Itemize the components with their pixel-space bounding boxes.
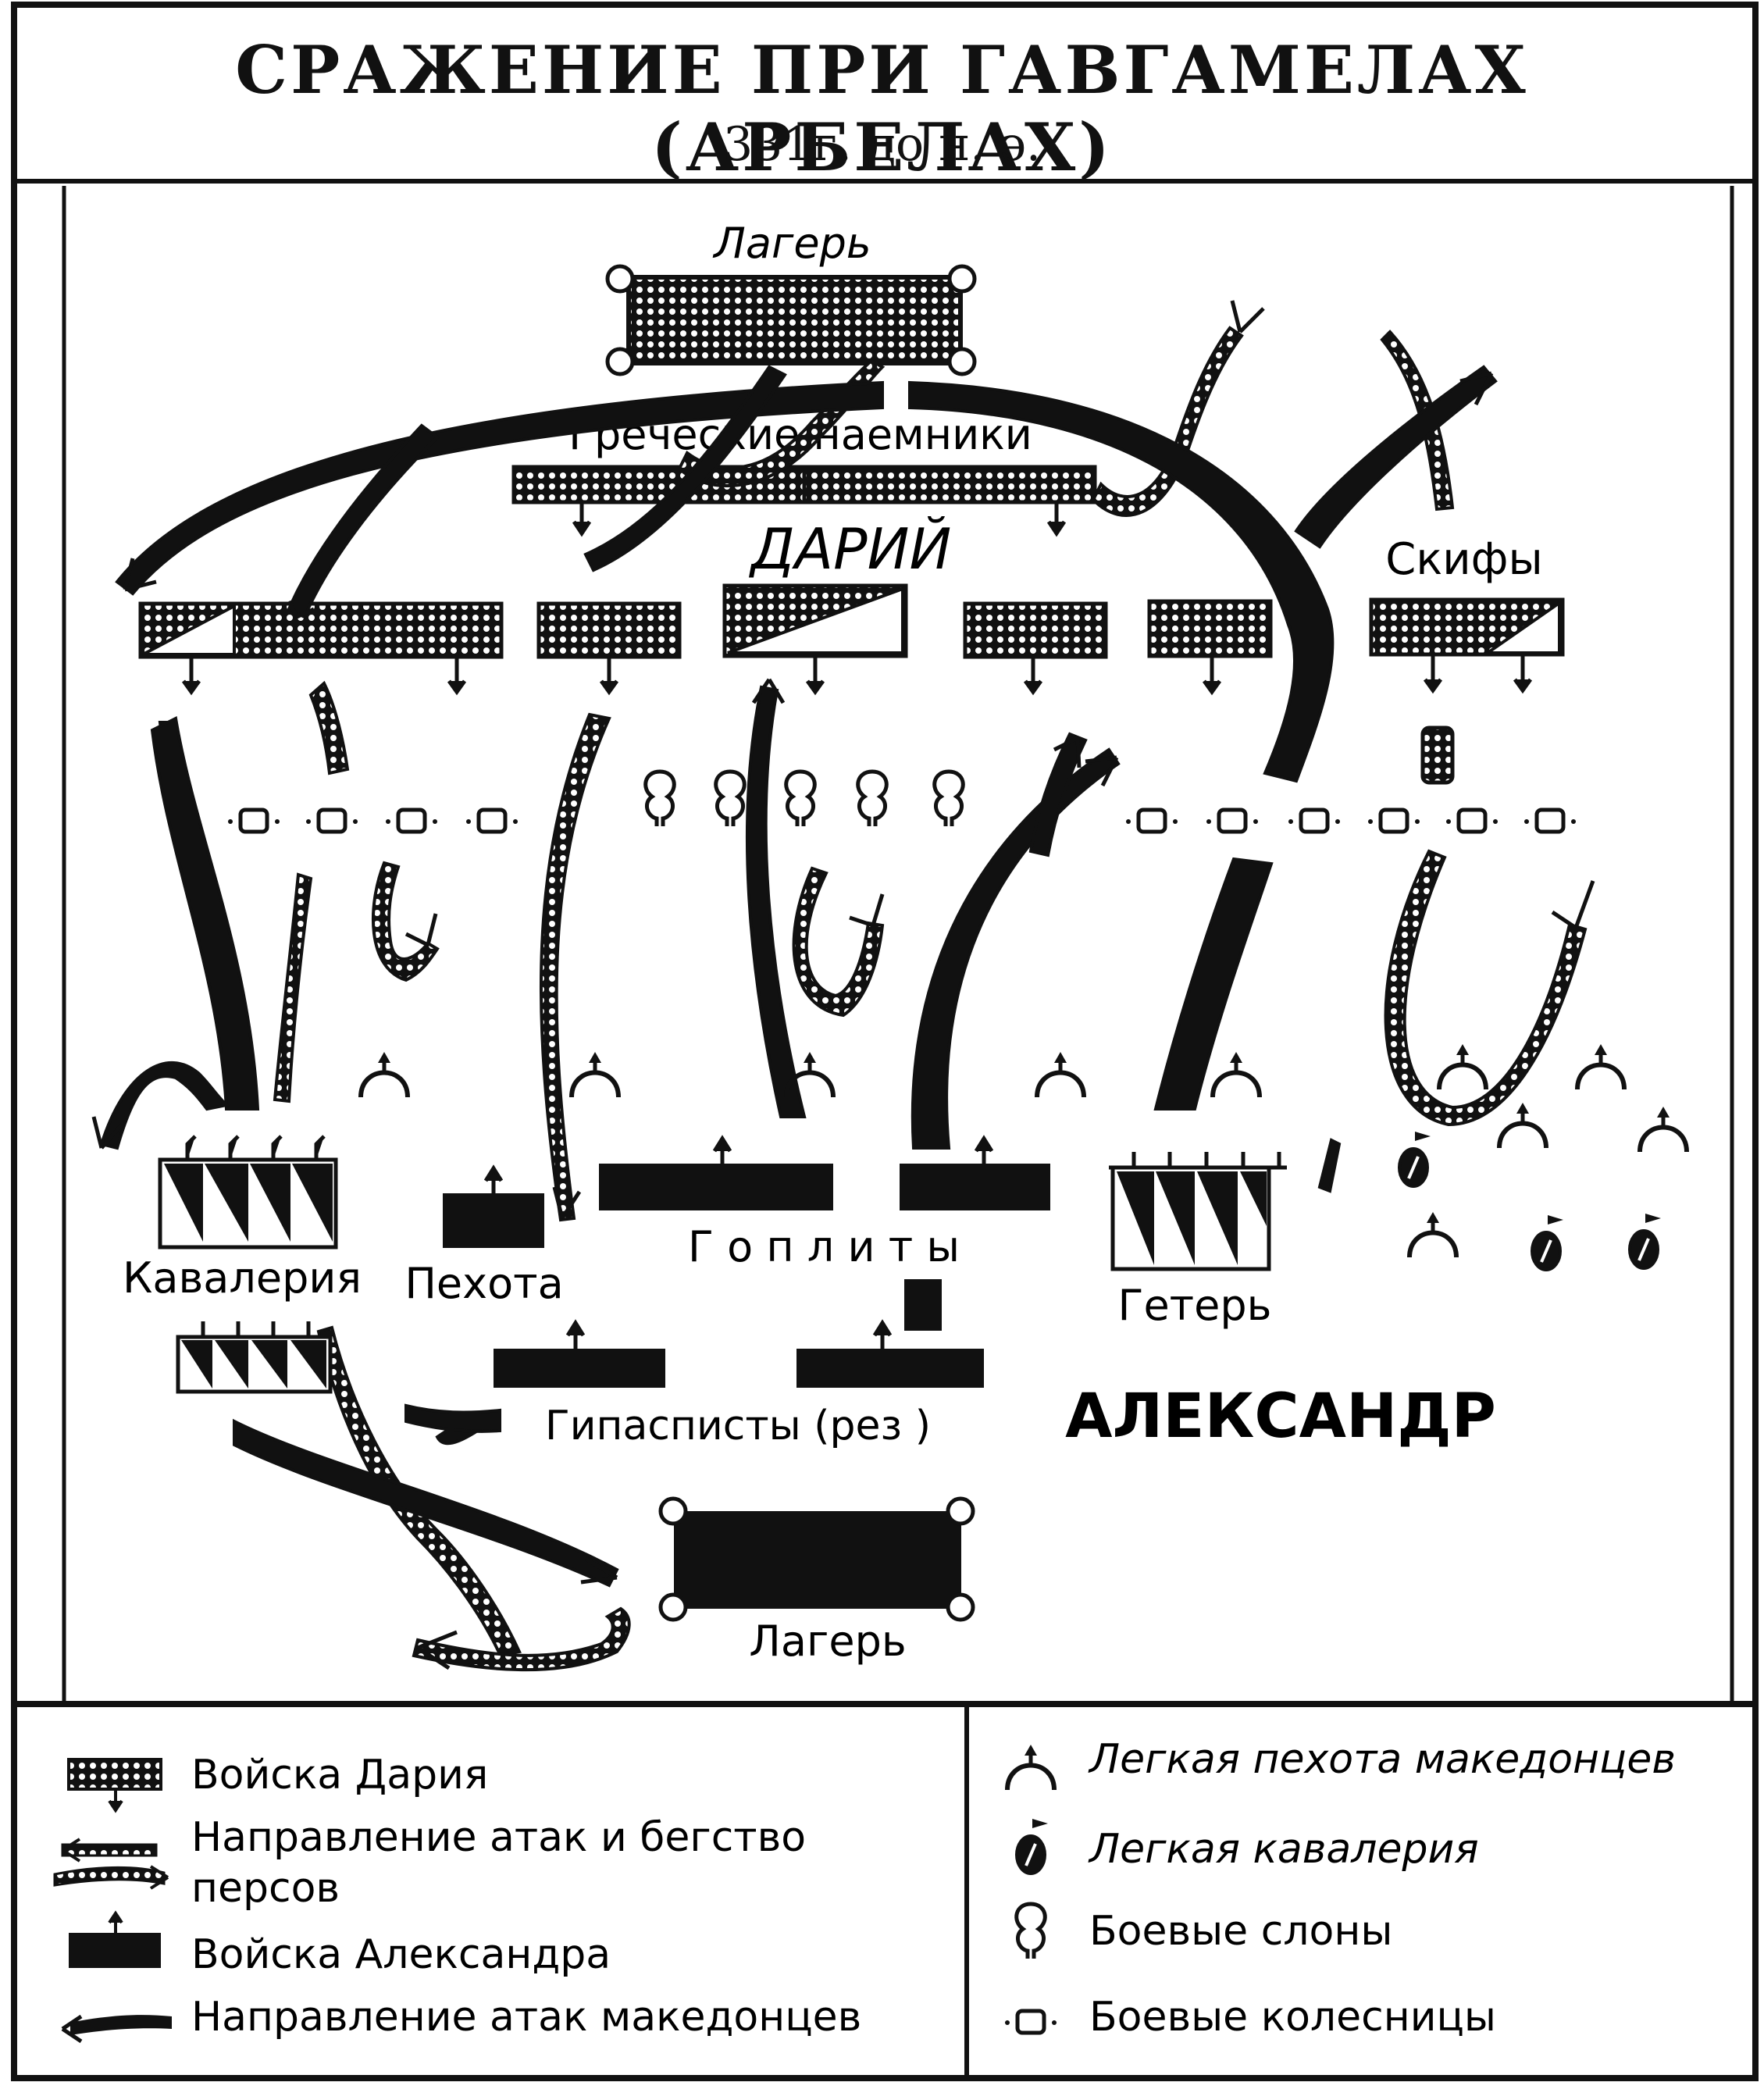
light-cavalry-units — [1398, 1130, 1662, 1271]
chariots-row — [228, 810, 1576, 832]
page-title: СРАЖЕНИЕ ПРИ ГАВГАМЕЛАХ (АРБЕЛАХ) — [235, 31, 1529, 186]
macedonian-camp — [658, 1496, 975, 1622]
legend-elephants: Боевые слоны — [1089, 1908, 1392, 1955]
legend-persian-arrow-cont: персов — [191, 1865, 340, 1912]
persian-front-line — [138, 583, 1565, 785]
legend-macedonian-arrow: Направление атак македонцев — [191, 1994, 861, 2041]
legend-chariots: Боевые колесницы — [1089, 1994, 1496, 2041]
alexander-label: АЛЕКСАНДР — [1065, 1381, 1496, 1452]
legend-left: Войска Дария Направление атак и бегство … — [53, 1752, 861, 2044]
map-frame — [11, 2, 1759, 2081]
macedonian-left-cavalry — [158, 1135, 338, 1394]
greek-mercenaries-unit — [511, 465, 1097, 537]
persian-arrowheads — [404, 300, 1595, 1670]
page-subtitle: 331г. до н. э. — [722, 117, 1042, 172]
macedonian-attack-arrows — [99, 365, 1498, 1588]
macedonian-arrow-icon — [61, 2014, 172, 2044]
persian-troops-icon — [67, 1758, 162, 1813]
elephant-icon — [1017, 1904, 1046, 1959]
persian-camp-label: Лагерь — [712, 219, 871, 268]
chariot-icon — [1005, 2011, 1057, 2033]
macedonian-arrowheads — [91, 371, 1494, 1585]
hoplites-units — [599, 1135, 1050, 1210]
legend-persian-troops: Войска Дария — [191, 1752, 488, 1799]
darius-label: ДАРИЙ — [749, 516, 952, 582]
scythians-label: Скифы — [1385, 534, 1542, 585]
persian-camp — [605, 264, 977, 376]
hypaspists-reserve — [494, 1279, 984, 1388]
hoplites-label: Г о п л и т ы — [688, 1222, 960, 1271]
persian-attack-arrows — [158, 326, 1588, 1672]
legend-macedonian-troops: Войска Александра — [191, 1931, 611, 1978]
light-cavalry-icon — [1015, 1817, 1049, 1875]
hypaspists-label: Гипасписты (рез ) — [545, 1403, 931, 1449]
hetairoi-label: Гетерь — [1118, 1281, 1272, 1330]
macedonian-infantry — [443, 1164, 544, 1248]
legend-right: Легкая пехота македонцев Легкая кавалери… — [1005, 1736, 1676, 2041]
infantry-label: Пехота — [404, 1259, 563, 1308]
elephants-row — [646, 772, 964, 826]
legend-persian-arrow: Направление атак и бегство — [191, 1814, 806, 1861]
legend-light-infantry: Легкая пехота македонцев — [1088, 1736, 1676, 1783]
cavalry-label: Кавалерия — [123, 1253, 362, 1303]
macedonian-camp-label: Лагерь — [749, 1617, 906, 1666]
hetairoi-unit — [1109, 1152, 1287, 1271]
legend-light-cavalry: Легкая кавалерия — [1088, 1826, 1479, 1873]
light-infantry-icon — [1007, 1745, 1054, 1790]
persian-arrow-icon — [53, 1838, 169, 1890]
macedonian-troops-icon — [69, 1910, 161, 1968]
